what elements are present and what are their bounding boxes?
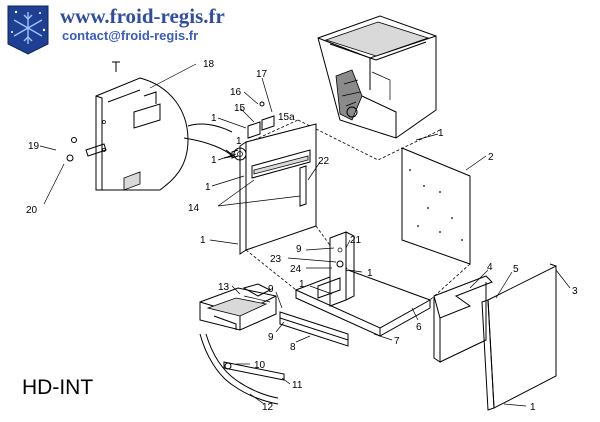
detail-view [66, 61, 236, 191]
callout-9-c: 9 [268, 332, 274, 343]
callout-15a: 15a [278, 112, 295, 123]
callout-7: 7 [394, 336, 400, 347]
leader-lines [39, 63, 571, 407]
callout-1-e: 1 [438, 128, 444, 139]
callout-1-d: 1 [200, 235, 206, 246]
callout-11: 11 [292, 380, 303, 391]
callout-20: 20 [26, 205, 38, 216]
callout-15: 15 [234, 103, 246, 114]
callout-22: 22 [318, 156, 330, 167]
callout-1-h: 1 [530, 402, 536, 413]
callout-23: 23 [270, 254, 282, 265]
callout-9-a: 9 [296, 244, 302, 255]
front-panel [481, 263, 557, 411]
callout-3: 3 [572, 286, 578, 297]
center-bracket [317, 231, 355, 307]
drain-hose [199, 333, 285, 405]
callout-9-b: 9 [268, 284, 274, 295]
callout-16: 16 [230, 87, 242, 98]
callout-6: 6 [416, 322, 422, 333]
ice-bin [317, 15, 437, 139]
callout-13: 13 [218, 282, 230, 293]
callout-17: 17 [256, 69, 268, 80]
callout-21: 21 [350, 235, 362, 246]
callout-18: 18 [203, 59, 215, 70]
callout-1-g: 1 [299, 279, 305, 290]
callout-1-i: 1 [236, 136, 242, 147]
callout-5: 5 [513, 264, 519, 275]
callout-2: 2 [488, 152, 494, 163]
callout-24: 24 [290, 264, 302, 275]
hinge-hardware [247, 101, 275, 139]
rail-8 [279, 311, 349, 347]
left-side-panel [231, 123, 317, 255]
snowflake-logo-icon [7, 5, 49, 55]
site-email[interactable]: contact@froid-regis.fr [62, 28, 199, 43]
callout-1-a: 1 [211, 113, 217, 124]
callout-10: 10 [254, 360, 266, 371]
drip-tray [199, 283, 277, 331]
bracket-4 [433, 275, 493, 363]
callout-19: 19 [28, 141, 40, 152]
callout-8: 8 [290, 342, 296, 353]
cabinet-frame [253, 119, 441, 161]
callout-labels: 18 16 17 15 15a 1 1 1 1 1 1 1 1 1 22 14 … [26, 59, 578, 413]
callout-1-c: 1 [205, 182, 211, 193]
model-name: HD-INT [22, 376, 94, 399]
callout-4: 4 [487, 262, 493, 273]
callout-12: 12 [262, 402, 274, 413]
site-url[interactable]: www.froid-regis.fr [60, 4, 225, 28]
callout-1-f: 1 [367, 268, 373, 279]
back-panel [401, 147, 471, 265]
callout-14: 14 [188, 203, 200, 214]
callout-1-b: 1 [211, 155, 217, 166]
